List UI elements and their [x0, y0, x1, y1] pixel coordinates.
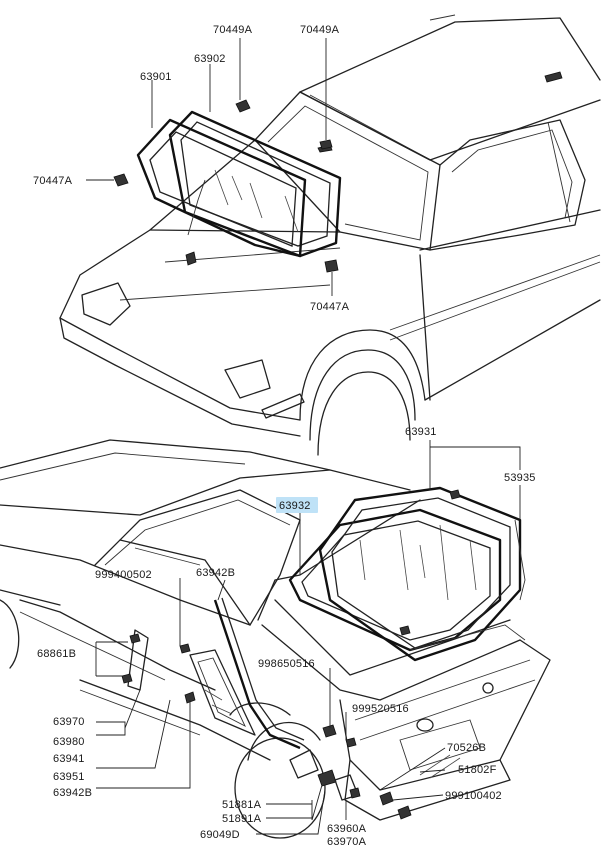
callout-70526B[interactable]: 70526B: [447, 742, 486, 754]
rear-car-illustration: [0, 439, 551, 839]
callout-51802F[interactable]: 51802F: [458, 764, 497, 776]
windshield-glass: [168, 110, 342, 258]
clip-70449A-left: [235, 99, 251, 113]
callout-51891A[interactable]: 51891A: [222, 813, 262, 825]
callout-70447A-left[interactable]: 70447A: [33, 175, 73, 187]
clip-70447A-left: [113, 173, 129, 187]
callout-63901[interactable]: 63901: [140, 71, 172, 83]
clip-70447A-right: [324, 259, 339, 273]
windshield-molding: [136, 118, 307, 266]
callout-70447A-right[interactable]: 70447A: [310, 301, 350, 313]
top-leaders: [86, 38, 333, 296]
callout-69049D[interactable]: 69049D: [200, 829, 240, 841]
front-car-illustration: [59, 14, 601, 456]
callout-63931[interactable]: 63931: [405, 426, 437, 438]
callout-51881A[interactable]: 51881A: [222, 799, 262, 811]
callout-53935[interactable]: 53935: [504, 472, 536, 484]
callout-63942B-top[interactable]: 63942B: [196, 567, 235, 579]
callout-63970A[interactable]: 63970A: [327, 836, 367, 848]
callout-63902[interactable]: 63902: [194, 53, 226, 65]
clip-70449A-right: [319, 139, 333, 150]
highlight-63932: [276, 497, 318, 513]
callout-68861B[interactable]: 68861B: [37, 648, 76, 660]
callout-63941[interactable]: 63941: [53, 753, 85, 765]
callout-63932[interactable]: 63932: [279, 500, 311, 512]
callout-999400502[interactable]: 999400502: [95, 569, 152, 581]
bottom-leaders: [95, 440, 521, 835]
callout-63980[interactable]: 63980: [53, 736, 85, 748]
callout-999520516[interactable]: 999520516: [352, 703, 409, 715]
callout-63951[interactable]: 63951: [53, 771, 85, 783]
callout-70449A-right[interactable]: 70449A: [300, 24, 340, 36]
callout-999100402[interactable]: 999100402: [445, 790, 502, 802]
callout-70449A-left[interactable]: 70449A: [213, 24, 253, 36]
callout-63970[interactable]: 63970: [53, 716, 85, 728]
callout-63960A[interactable]: 63960A: [327, 823, 367, 835]
callout-63942B-bottom[interactable]: 63942B: [53, 787, 92, 799]
rear-hatch-glass: [288, 486, 526, 662]
callout-998650516[interactable]: 998650516: [258, 658, 315, 670]
